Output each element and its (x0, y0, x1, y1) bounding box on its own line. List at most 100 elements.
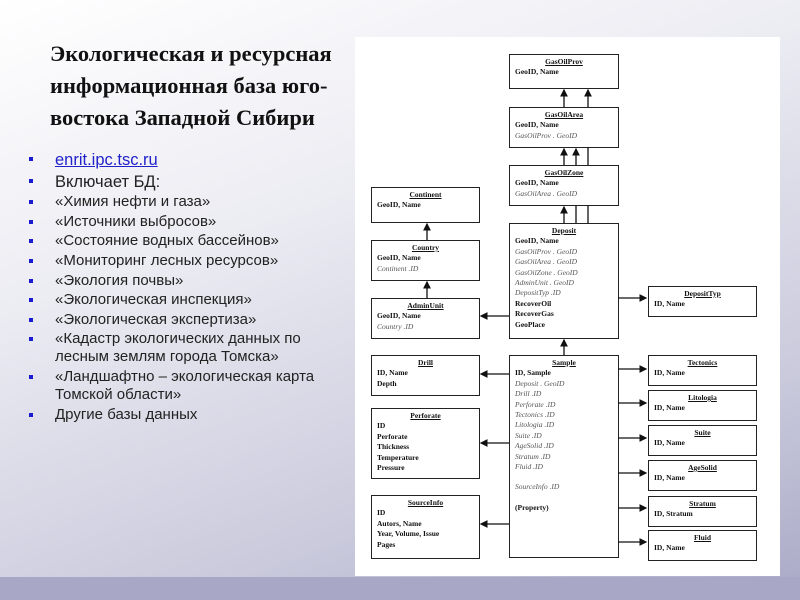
entity-field: Pressure (377, 463, 405, 473)
foreign-key-field: SourceInfo .ID (515, 482, 560, 492)
slide-title: Экологическая и ресурсная информационная… (50, 38, 380, 134)
entity-name: Litologia (688, 393, 717, 402)
entity-name: Sample (552, 358, 576, 367)
list-item: «Ландшафтно – экологическая карта Томско… (28, 368, 358, 404)
foreign-key-field: AgeSolid .ID (515, 441, 554, 451)
foreign-key-field: GasOilArea . GeoID (515, 257, 578, 267)
entity-field: Pages (377, 539, 396, 549)
entity-field: GeoID, Name (377, 311, 421, 321)
foreign-key-field: Country .ID (377, 321, 414, 331)
entity-name: GasOilZone (544, 168, 584, 177)
foreign-key-field: GasOilProv . GeoID (515, 246, 578, 256)
list-item: «Кадастр экологических данных по лесным … (28, 330, 358, 366)
entity-name: Tectonics (687, 358, 718, 367)
bottom-band (0, 577, 800, 600)
entity-name: Drill (418, 358, 433, 367)
foreign-key-field: Suite .ID (515, 430, 542, 440)
entity-field: GeoID, Name (377, 253, 421, 263)
entity-field: ID, Stratum (654, 509, 693, 519)
entity-field: GeoID, Name (515, 67, 559, 77)
entity-field: Depth (377, 378, 397, 388)
foreign-key-field: Drill .ID (515, 389, 542, 399)
entity-name: Suite (694, 428, 711, 437)
entity-name: Country (411, 243, 440, 252)
list-item: «Источники выбросов» (28, 213, 358, 231)
entity-name: Fluid (693, 533, 712, 542)
foreign-key-field: Litologia .ID (515, 420, 555, 430)
entity-name: Perforate (410, 411, 441, 420)
entity-field: Autors, Name (377, 518, 422, 528)
entity-name: DepositTyp (684, 289, 721, 298)
list-item: enrit.ipc.tsc.ru (28, 150, 358, 170)
entity-field: GeoID, Name (515, 236, 559, 246)
entity-field: ID, Name (654, 299, 685, 309)
list-item: «Состояние водных бассейнов» (28, 232, 358, 250)
entity-name: AgeSolid (688, 463, 717, 472)
foreign-key-field: Perforate .ID (515, 399, 556, 409)
entity-field: ID, Name (654, 368, 685, 378)
entity-field: Temperature (377, 452, 419, 462)
entity-field: GeoID, Name (515, 120, 559, 130)
entity-field: ID, Name (377, 368, 408, 378)
entity-field: Perforate (377, 431, 408, 441)
list-item: «Экология почвы» (28, 272, 358, 290)
entity-name: AdminUnit (407, 301, 444, 310)
entity-field: ID (377, 421, 386, 431)
list-item: Включает БД: (28, 172, 358, 192)
entity-field: Thickness (377, 442, 410, 452)
foreign-key-field: Deposit . GeoID (515, 378, 565, 388)
list-item: Другие базы данных (28, 406, 358, 424)
foreign-key-field: GasOilArea . GeoID (515, 188, 578, 198)
website-link[interactable]: enrit.ipc.tsc.ru (55, 151, 158, 169)
list-item: «Экологическая инспекция» (28, 291, 358, 309)
entity-field: ID, Name (654, 473, 685, 483)
entity-field: GeoPlace (515, 319, 545, 329)
foreign-key-field: DepositTyp .ID (515, 288, 561, 298)
foreign-key-field: GasOilZone . GeoID (515, 267, 578, 277)
entity-field: ID, Name (654, 543, 685, 553)
foreign-key-field: Stratum .ID (515, 451, 551, 461)
entity-name: Deposit (551, 226, 577, 235)
title-line: информационная база юго- (50, 73, 328, 98)
entity-field: Year, Volume, Issue (377, 529, 440, 539)
entity-field: GeoID, Name (515, 178, 559, 188)
entity-name: GasOilArea (544, 110, 584, 119)
database-list: enrit.ipc.tsc.ru Включает БД: «Химия неф… (28, 150, 358, 425)
foreign-key-field: Tectonics .ID (515, 410, 555, 420)
foreign-key-field: GasOilProv . GeoID (515, 130, 578, 140)
entity-name: Stratum (689, 499, 716, 508)
entity-field: RecoverGas (515, 309, 554, 319)
list-item: «Химия нефти и газа» (28, 193, 358, 211)
entity-field: RecoverOil (515, 298, 552, 308)
entity-field: GeoID, Name (377, 200, 421, 210)
list-item: «Экологическая экспертиза» (28, 311, 358, 329)
entity-name: SourceInfo (407, 498, 444, 507)
entity-field: ID, Sample (515, 368, 551, 378)
entity-name: GasOilProv (545, 57, 583, 66)
title-line: востока Западной Сибири (50, 105, 315, 130)
list-item: «Мониторинг лесных ресурсов» (28, 252, 358, 270)
entity-field: ID, Name (654, 438, 685, 448)
foreign-key-field: Fluid .ID (515, 462, 543, 472)
entity-name: Continent (409, 190, 442, 199)
entity-field: ID, Name (654, 403, 685, 413)
entity-field: (Property) (515, 502, 549, 512)
entity-field: ID (377, 508, 386, 518)
foreign-key-field: AdminUnit . GeoID (515, 278, 574, 288)
